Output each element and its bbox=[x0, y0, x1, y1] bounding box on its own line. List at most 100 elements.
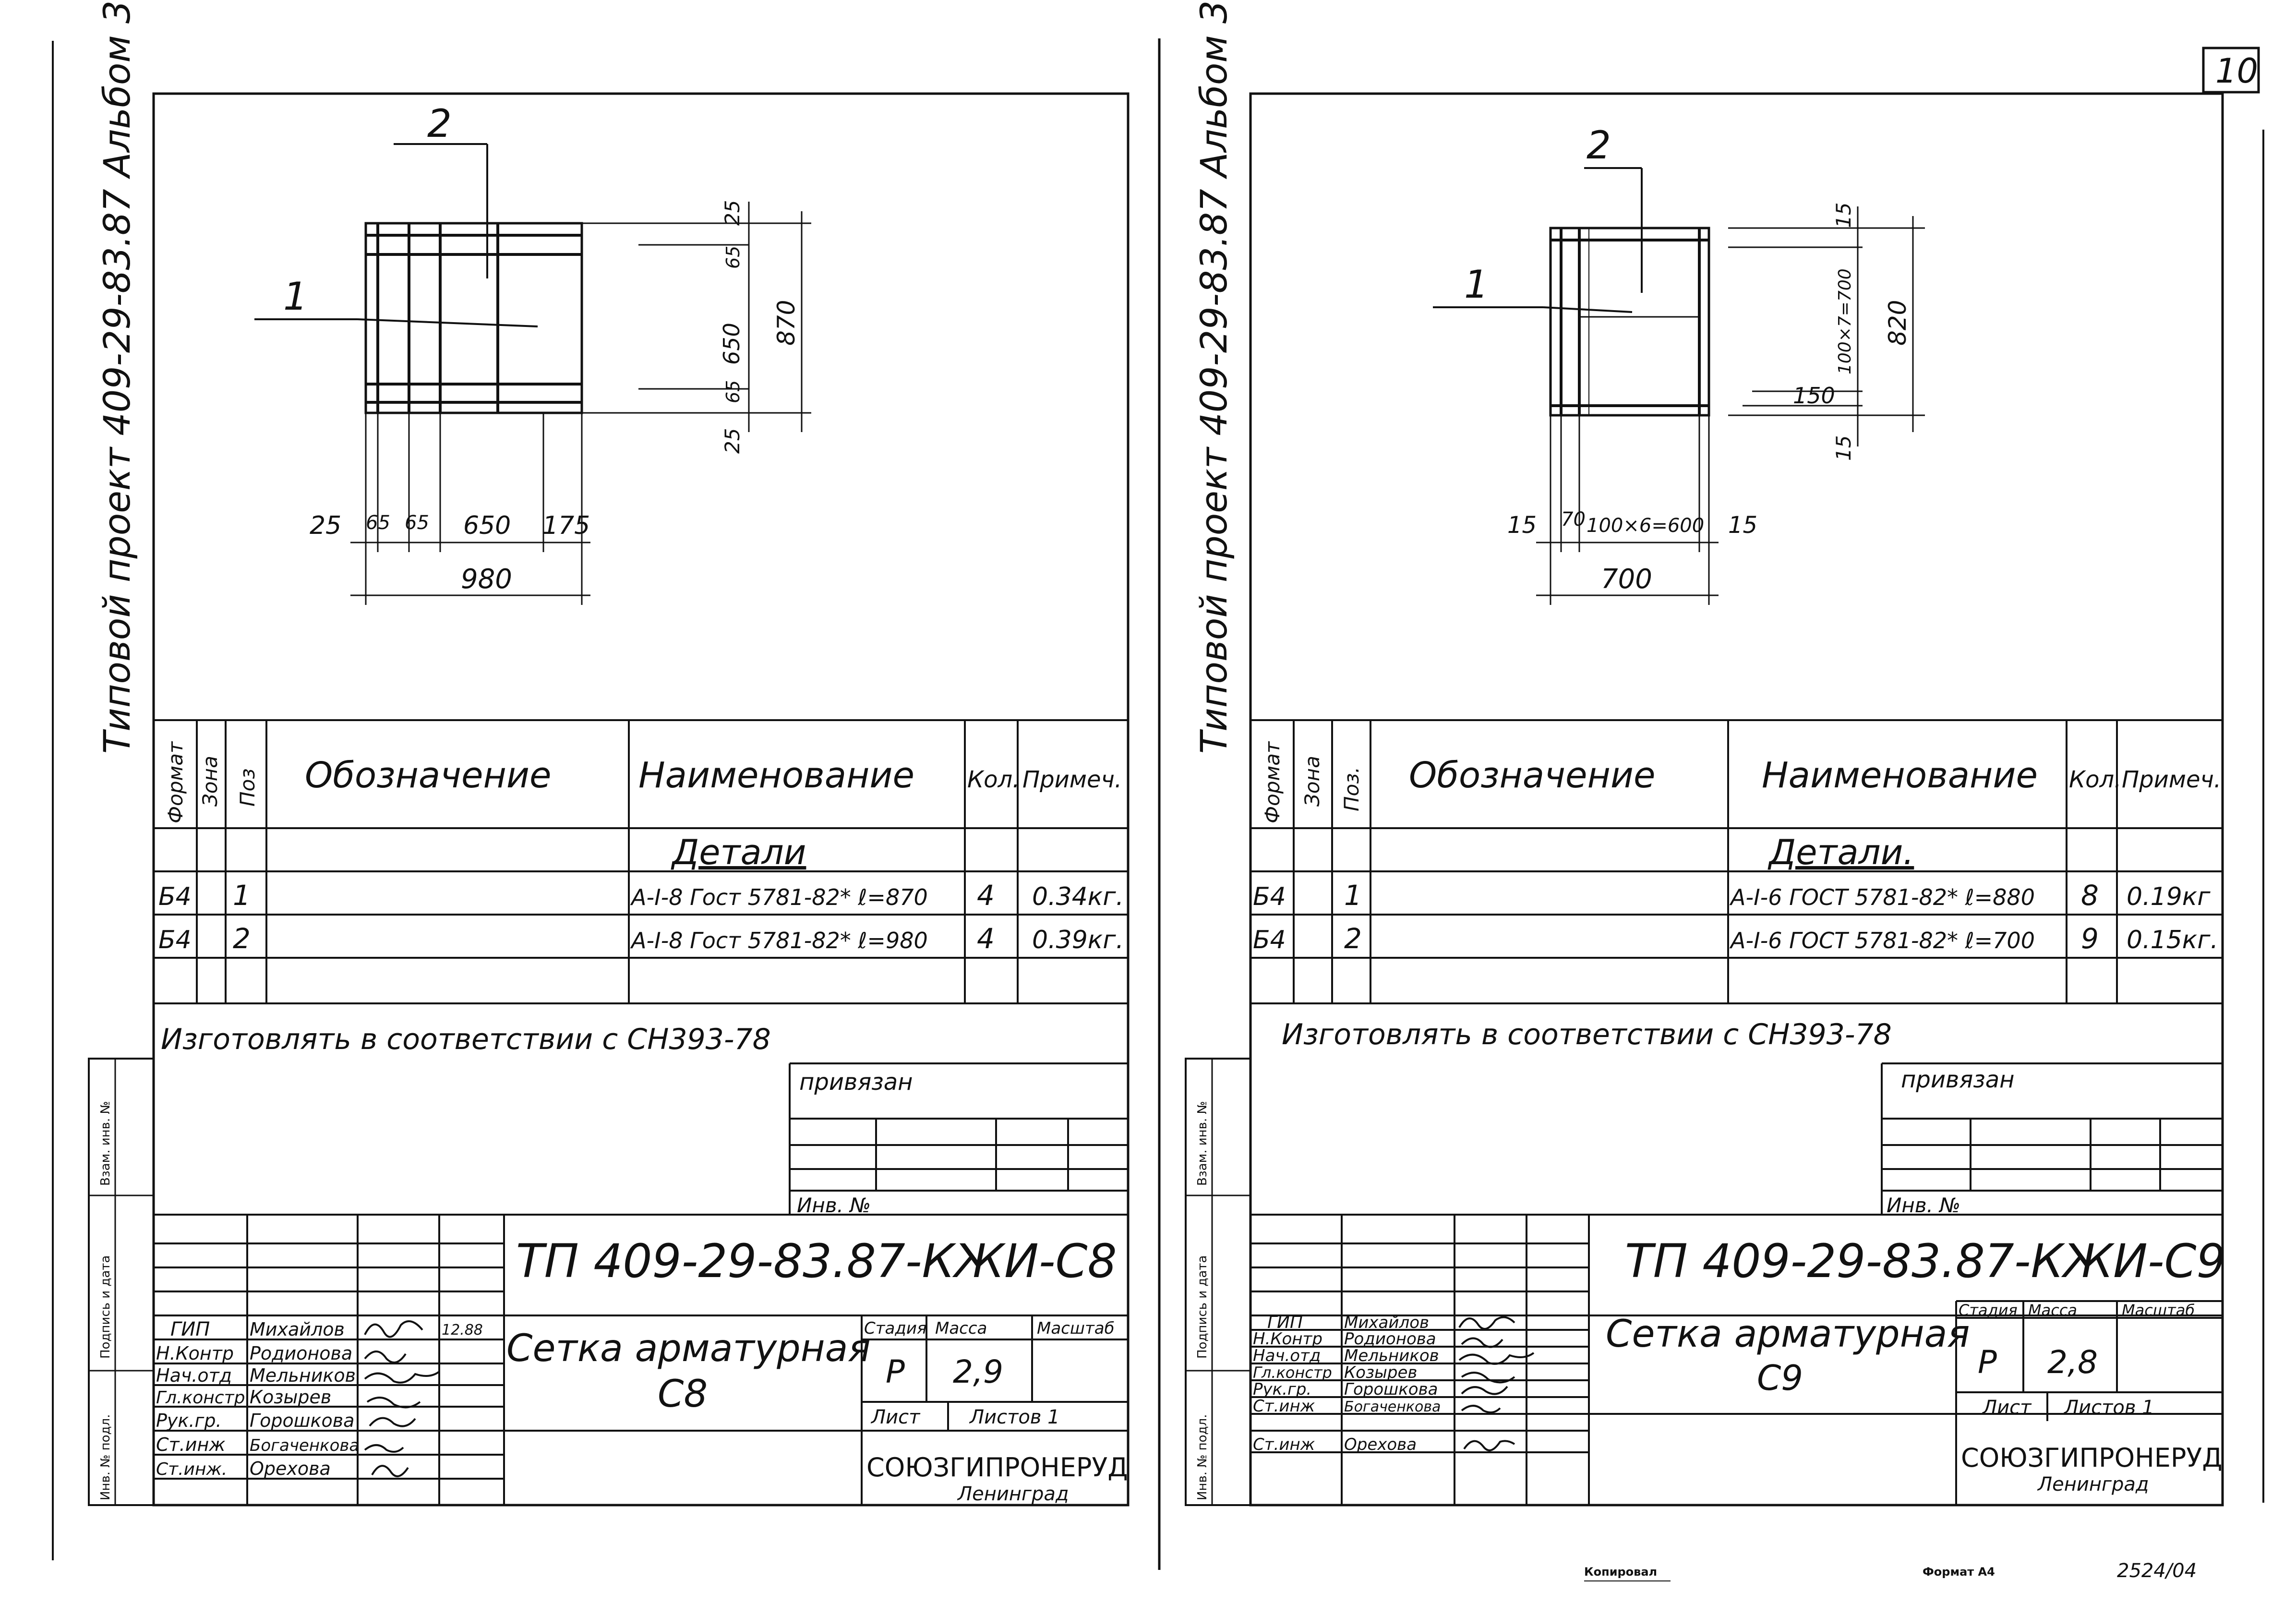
staff-name-7: Орехова bbox=[1344, 1435, 1417, 1454]
mass-value: 2,9 bbox=[953, 1353, 1003, 1390]
side-title: Типовой проект 409-29-83.87 Альбом 3 bbox=[1192, 0, 1235, 754]
leader-1: 1 bbox=[1464, 262, 1489, 307]
row1-pos: 1 bbox=[233, 879, 251, 912]
bound-inv-label: Инв. № bbox=[797, 1194, 871, 1217]
doc-title-mark: С8 bbox=[658, 1373, 708, 1416]
mass-header: Масса bbox=[935, 1319, 987, 1338]
doc-code: ТП 409-29-83.87-КЖИ-С8 bbox=[516, 1234, 1117, 1288]
dim-total-height: 870 bbox=[772, 300, 800, 346]
dim-total-width: 700 bbox=[1601, 564, 1652, 595]
row2-format: Б4 bbox=[158, 926, 192, 954]
dim-right-3: 650 bbox=[719, 323, 745, 365]
staff-role-7: Ст.инж bbox=[1253, 1435, 1315, 1454]
dim-right-5: 25 bbox=[721, 428, 744, 454]
leader-1: 1 bbox=[283, 274, 308, 319]
spec-table: Формат Зона Поз. Обозначение Наименовани… bbox=[1250, 719, 2223, 1004]
row2-pos: 2 bbox=[1344, 922, 1362, 955]
margin-stamp-inv: Инв. № подл. bbox=[98, 1414, 113, 1500]
staff-name-7: Орехова bbox=[250, 1458, 331, 1479]
header-format: Формат bbox=[164, 741, 187, 823]
dim-bottom-2: 70 bbox=[1561, 508, 1586, 531]
copied-label: Копировал bbox=[1584, 1565, 1657, 1579]
stage-header: Стадия bbox=[1959, 1301, 2018, 1319]
header-qty: Кол. bbox=[967, 766, 1020, 793]
leader-2: 2 bbox=[1587, 123, 1611, 168]
sheet-label: Лист bbox=[870, 1406, 921, 1428]
sheet-right: Типовой проект 409-29-83.87 Альбом 3 Инв… bbox=[1185, 0, 2226, 1507]
leader-2: 2 bbox=[427, 101, 452, 146]
sheets-label: Листов 1 bbox=[2063, 1397, 2154, 1419]
dim-inner: 150 bbox=[1793, 383, 1835, 409]
date: 12.88 bbox=[442, 1322, 483, 1339]
row1-format: Б4 bbox=[158, 882, 192, 911]
page-decor: 10 Копировал Формат А4 2524/04 bbox=[52, 38, 2264, 1582]
sheet-number: 10 bbox=[2215, 51, 2258, 91]
row1-name: A-I-6 ГОСТ 5781-82* ℓ=880 bbox=[1729, 884, 2035, 910]
staff-role-2: Н.Контр bbox=[1253, 1329, 1322, 1349]
header-note: Примеч. bbox=[2122, 766, 2221, 793]
mass-header: Масса bbox=[2028, 1301, 2077, 1319]
dim-bottom-1: 25 bbox=[310, 511, 341, 540]
staff-name-6: Богаченкова bbox=[250, 1436, 359, 1455]
margin-stamp-inv: Инв. № подл. bbox=[1195, 1414, 1210, 1500]
org-city: Ленинград bbox=[2037, 1473, 2149, 1495]
doc-title-mark: С9 bbox=[1757, 1358, 1803, 1398]
bound-block: привязан Инв. № bbox=[1881, 1062, 2223, 1217]
bound-label: привязан bbox=[799, 1069, 913, 1096]
margin-stamp: Инв. № подл. Подпись и дата Взам. инв. № bbox=[1185, 1058, 1251, 1506]
margin-stamp-replace: Взам. инв. № bbox=[1195, 1101, 1210, 1186]
row1-note: 0.19кг bbox=[2127, 882, 2211, 911]
header-format: Формат bbox=[1261, 741, 1284, 823]
manufacturing-note: Изготовлять в соответствии с СН393-78 bbox=[161, 1023, 771, 1056]
manufacturing-note: Изготовлять в соответствии с СН393-78 bbox=[1282, 1018, 1892, 1051]
sheet-frame bbox=[152, 92, 1130, 1507]
row1-qty: 4 bbox=[977, 879, 995, 912]
scale-header: Масштаб bbox=[2122, 1301, 2195, 1319]
row2-qty: 4 bbox=[977, 922, 995, 955]
header-zone: Зона bbox=[1300, 756, 1324, 807]
dim-bottom-4: 650 bbox=[463, 511, 511, 540]
dim-bottom-3: 65 bbox=[405, 512, 429, 534]
dim-right-2: 65 bbox=[722, 246, 744, 269]
dim-bottom-1: 15 bbox=[1507, 512, 1537, 539]
staff-name-2: Родионова bbox=[250, 1343, 352, 1364]
header-pos: Поз bbox=[236, 768, 259, 807]
staff-name-3: Мельников bbox=[250, 1365, 356, 1386]
header-name: Наименование bbox=[638, 755, 914, 796]
staff-role-5: Рук.гр. bbox=[156, 1410, 222, 1431]
dim-bottom-4: 15 bbox=[1728, 512, 1757, 539]
staff-name-6: Богаченкова bbox=[1344, 1399, 1441, 1415]
staff-name-2: Родионова bbox=[1344, 1329, 1436, 1349]
staff-name-1: Михайлов bbox=[1344, 1313, 1429, 1332]
stage-header: Стадия bbox=[864, 1319, 926, 1338]
staff-name-5: Горошкова bbox=[1344, 1380, 1438, 1399]
dim-total-width: 980 bbox=[461, 564, 512, 595]
staff-role-5: Рук.гр. bbox=[1253, 1380, 1311, 1399]
dim-right-1: 15 bbox=[1832, 203, 1855, 228]
format-label: Формат А4 bbox=[1923, 1565, 1995, 1579]
dim-bottom-3: 100×6=600 bbox=[1587, 515, 1704, 537]
staff-role-4: Гл.констр bbox=[156, 1388, 245, 1408]
staff-role-3: Нач.отд bbox=[1253, 1346, 1321, 1365]
doc-title: Сетка арматурная bbox=[506, 1327, 870, 1370]
mass-value: 2,8 bbox=[2047, 1344, 2098, 1381]
title-block: ТП 409-29-83.87-КЖИ-С9 Сетка арматурная … bbox=[1250, 1214, 2226, 1505]
margin-stamp: Инв. № подл. Подпись и дата Взам. инв. № bbox=[88, 1058, 155, 1506]
staff-name-5: Горошкова bbox=[250, 1410, 354, 1431]
header-name: Наименование bbox=[1762, 755, 2038, 796]
row2-note: 0.15кг. bbox=[2127, 926, 2218, 954]
format-stamp: 2524/04 bbox=[2117, 1560, 2197, 1582]
title-block: ТП 409-29-83.87-КЖИ-С8 Сетка арматурная … bbox=[154, 1214, 1128, 1505]
staff-role-6: Ст.инж bbox=[1253, 1397, 1315, 1416]
staff-role-1: ГИП bbox=[1267, 1313, 1303, 1332]
bound-block: привязан Инв. № bbox=[789, 1062, 1128, 1217]
spec-table: Формат Зона Поз Обозначение Наименование… bbox=[154, 719, 1128, 1004]
mesh-drawing: 2 1 15 70 100×6=600 15 700 bbox=[1433, 123, 1925, 605]
section-title: Детали bbox=[671, 832, 806, 872]
dim-right-2: 100×7=700 bbox=[1835, 268, 1855, 374]
doc-title: Сетка арматурная bbox=[1606, 1313, 1970, 1356]
stage-value: Р bbox=[1978, 1344, 1997, 1381]
margin-stamp-sign: Подпись и дата bbox=[1195, 1255, 1210, 1359]
margin-stamp-replace: Взам. инв. № bbox=[98, 1101, 113, 1186]
